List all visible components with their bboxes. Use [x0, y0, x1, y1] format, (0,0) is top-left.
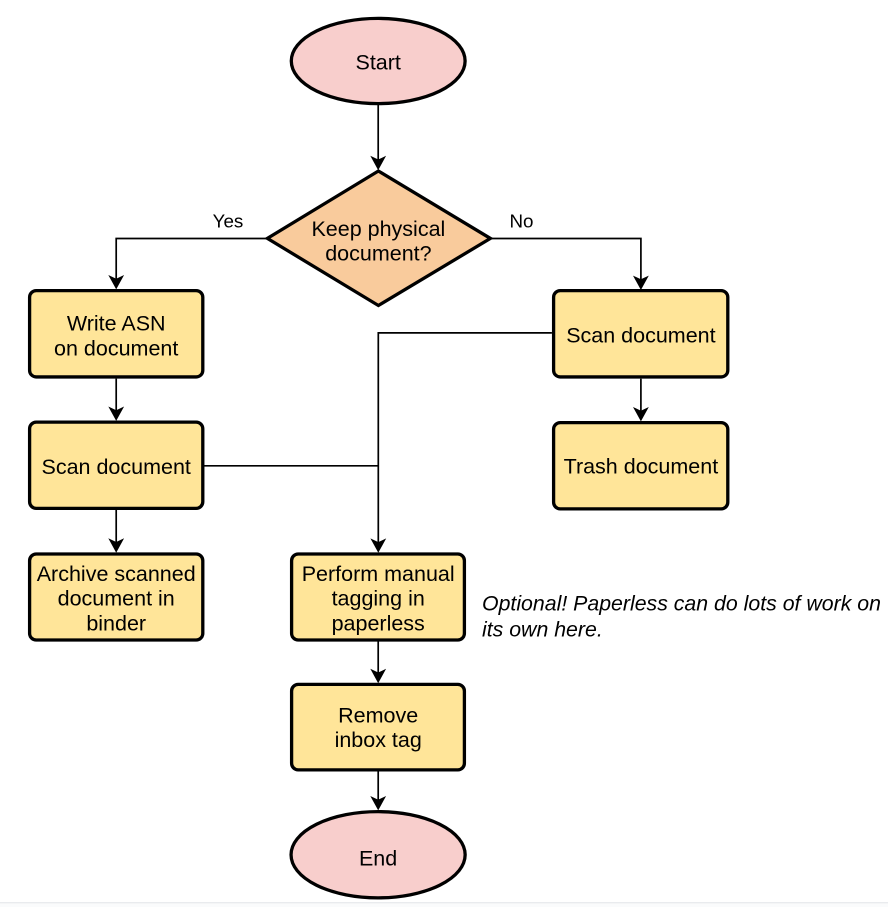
svg-text:inbox tag: inbox tag — [335, 728, 422, 752]
svg-text:binder: binder — [86, 611, 146, 635]
svg-text:tagging in: tagging in — [332, 587, 425, 611]
svg-text:Keep physical: Keep physical — [311, 217, 445, 241]
svg-text:document?: document? — [325, 242, 431, 266]
svg-text:End: End — [359, 847, 397, 871]
svg-text:No: No — [509, 210, 533, 231]
svg-text:Archive scanned: Archive scanned — [37, 562, 196, 586]
svg-text:Remove: Remove — [338, 704, 418, 728]
svg-text:Perform manual: Perform manual — [302, 562, 455, 586]
svg-text:on document: on document — [54, 337, 178, 361]
svg-text:paperless: paperless — [332, 611, 425, 635]
svg-text:Write ASN: Write ASN — [67, 311, 166, 335]
svg-text:Scan document: Scan document — [566, 323, 715, 347]
svg-text:its own here.: its own here. — [482, 617, 603, 641]
svg-text:document in: document in — [58, 587, 175, 611]
svg-text:Trash document: Trash document — [564, 455, 719, 479]
svg-text:Optional! Paperless can do lot: Optional! Paperless can do lots of work … — [482, 591, 881, 615]
svg-text:Scan document: Scan document — [41, 455, 190, 479]
svg-text:Start: Start — [355, 51, 400, 75]
svg-text:Yes: Yes — [213, 210, 244, 231]
